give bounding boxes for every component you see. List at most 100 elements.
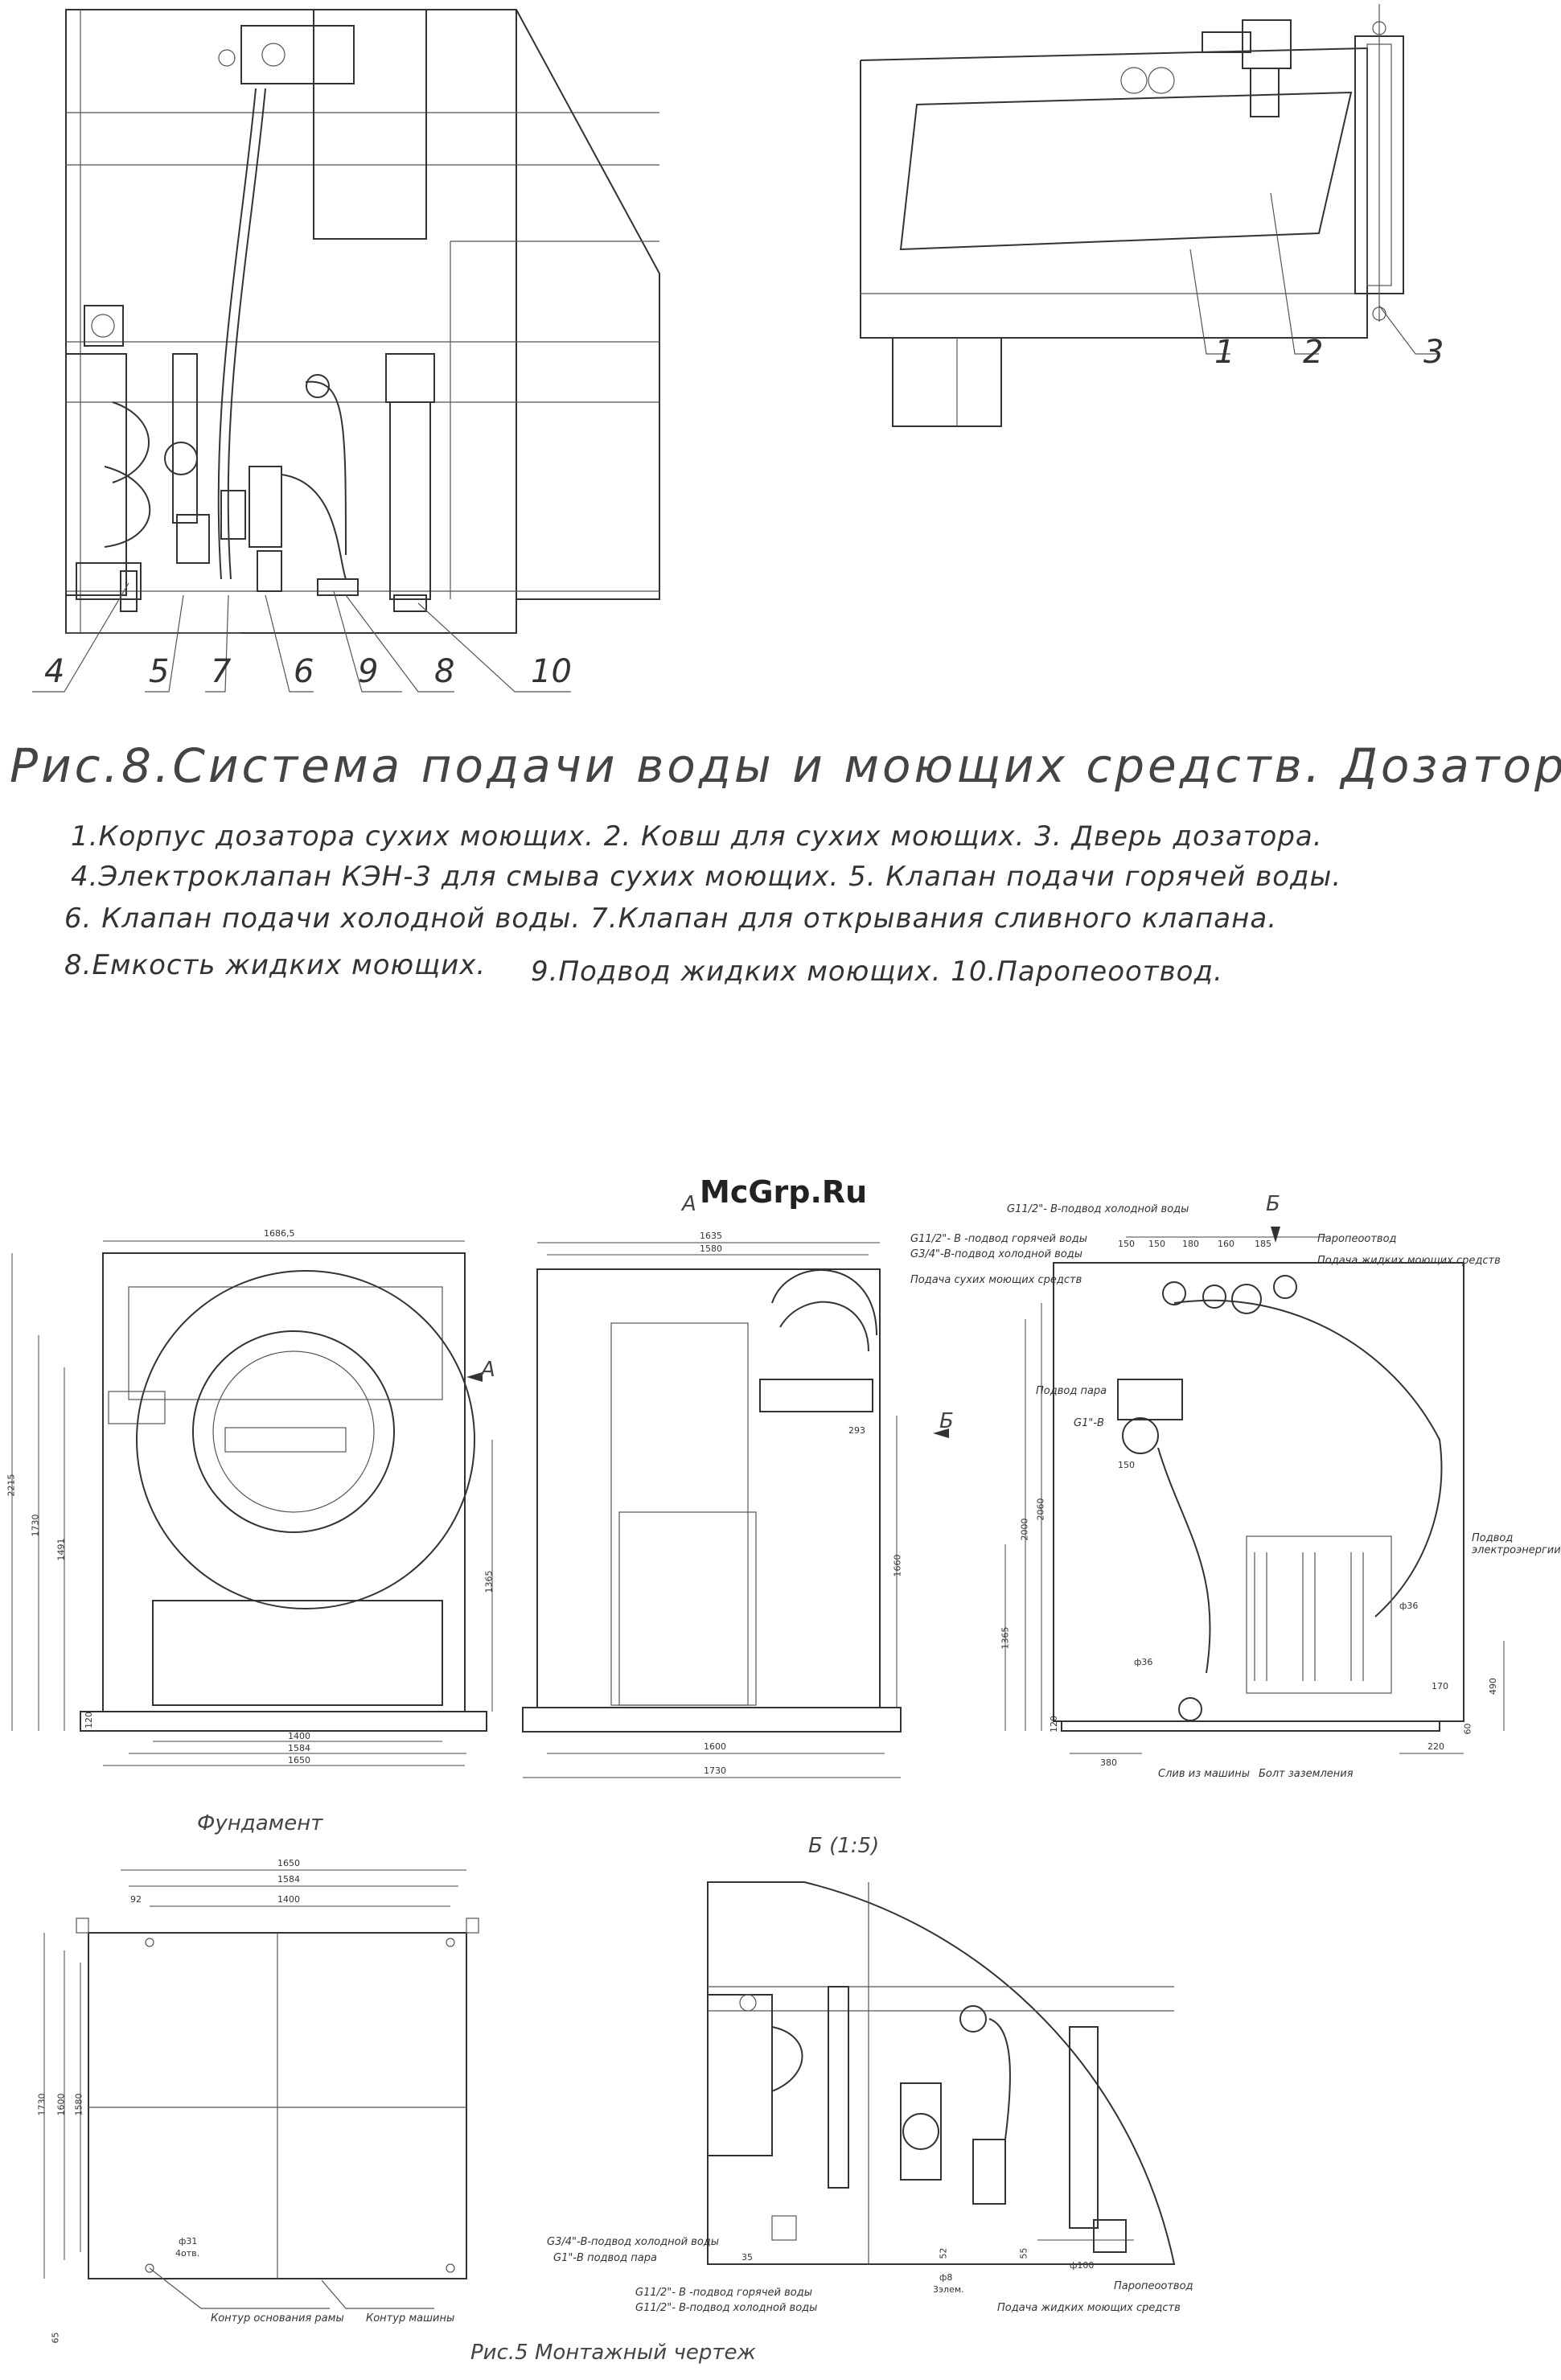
right-dim-180: 180 — [1182, 1239, 1199, 1249]
front-dim-1400: 1400 — [288, 1731, 310, 1741]
foundation-dim-1600: 1600 — [55, 2093, 67, 2116]
front-dim-width: 1686,5 — [264, 1228, 295, 1239]
section-label-steam-g1: G1"-B подвод пара — [553, 2252, 657, 2264]
fig5-front-view — [11, 1240, 493, 1766]
legend-line-3: 6. Клапан подачи холодной воды. 7.Клапан… — [64, 902, 1278, 935]
front-dim-1491: 1491 — [55, 1538, 67, 1561]
right-dim-160: 160 — [1218, 1239, 1234, 1249]
callout-7: 7 — [211, 653, 232, 690]
label-dry-detergent-feed: Подача сухих моющих средств — [910, 1274, 1082, 1286]
view-a-label-arrow: А — [481, 1358, 495, 1382]
side-dim-1730: 1730 — [704, 1765, 726, 1776]
fig5-section-b — [707, 1881, 1176, 2265]
fig5-foundation — [43, 1869, 479, 2309]
section-label-cold-water-g112: G11/2"- B-подвод холодной воды — [635, 2302, 818, 2314]
front-dim-1650: 1650 — [288, 1755, 310, 1765]
watermark: McGrp.Ru — [700, 1174, 868, 1210]
label-frame-contour: Контур основания рамы — [211, 2312, 344, 2325]
figure5-title: Рис.5 Монтажный чертеж — [470, 2341, 756, 2365]
front-dim-height-total: 2215 — [6, 1474, 17, 1497]
label-machine-contour: Контур машины — [366, 2312, 455, 2325]
side-dim-1580: 1580 — [700, 1243, 722, 1254]
side-dim-1635: 1635 — [700, 1231, 722, 1241]
legend-line-1: 1.Корпус дозатора сухих моющих. 2. Ковш … — [71, 820, 1323, 853]
legend-line-5: 9.Подвод жидких моющих. 10.Паропеоотвод. — [531, 956, 1223, 988]
section-dim-35: 35 — [741, 2252, 753, 2263]
side-dim-1600: 1600 — [704, 1741, 726, 1752]
foundation-dim-1584: 1584 — [277, 1874, 300, 1885]
fig5-side-view — [522, 1242, 949, 1778]
section-b-title: Б (1:5) — [808, 1834, 880, 1858]
front-dim-1365: 1365 — [483, 1570, 495, 1593]
callout-1: 1 — [1214, 334, 1235, 371]
foundation-dim-1400: 1400 — [277, 1894, 300, 1905]
foundation-dim-1580: 1580 — [73, 2093, 84, 2116]
side-dim-1660: 1660 — [892, 1554, 903, 1577]
section-dim-52: 52 — [938, 2247, 949, 2259]
front-dim-1584: 1584 — [288, 1743, 310, 1753]
label-power-supply: Подвод электроэнергии. — [1472, 1532, 1561, 1556]
label-steam-vent: Паропеоотвод — [1317, 1233, 1397, 1245]
view-a-label-top: А — [682, 1192, 696, 1216]
foundation-dim-1730: 1730 — [36, 2093, 47, 2116]
fig8-callout-lines — [32, 582, 571, 693]
legend-line-4: 8.Емкость жидких моющих. — [64, 949, 487, 981]
section-dim-d100: ф100 — [1070, 2260, 1095, 2271]
view-b-label-arrow: Б — [939, 1409, 954, 1433]
right-dim-d36a: ф36 — [1399, 1601, 1419, 1611]
callout-10: 10 — [531, 653, 572, 690]
label-drain: Слив из машины — [1158, 1768, 1251, 1780]
right-dim-490: 490 — [1488, 1678, 1498, 1695]
foundation-dim-65: 65 — [50, 2332, 61, 2344]
foundation-dim-1650: 1650 — [277, 1858, 300, 1868]
section-label-hot-water: G11/2"- B -подвод горячей воды — [635, 2287, 812, 2299]
foundation-dim-92: 92 — [130, 1894, 142, 1905]
fig8-machine-view — [65, 9, 660, 634]
right-dim-120: 120 — [1049, 1716, 1059, 1733]
section-label-cold-water-g34: G3/4"-B-подвод холодной воды — [547, 2236, 720, 2248]
section-dim-3elem: 3элем. — [933, 2284, 964, 2295]
right-dim-2000: 2000 — [1019, 1518, 1030, 1541]
right-dim-2060: 2060 — [1035, 1498, 1046, 1521]
right-dim-380: 380 — [1100, 1757, 1117, 1768]
label-steam-supply: Подвод пара — [1036, 1385, 1107, 1397]
callout-2: 2 — [1303, 334, 1324, 371]
right-dim-150c: 150 — [1118, 1460, 1135, 1470]
figure8-title: Рис.8.Система подачи воды и моющих средс… — [10, 738, 1561, 793]
label-cold-water-g34: G3/4"-B-подвод холодной воды — [910, 1248, 1083, 1260]
section-label-steam-vent: Паропеоотвод — [1114, 2280, 1193, 2292]
front-dim-120: 120 — [84, 1712, 94, 1728]
callout-5: 5 — [149, 653, 170, 690]
fig8-dispenser-detail — [860, 4, 1440, 427]
section-dim-d8: ф8 — [939, 2272, 953, 2283]
front-dim-1730: 1730 — [30, 1514, 41, 1537]
label-ground-bolt: Болт заземления — [1259, 1768, 1354, 1780]
label-g1-b: G1"-B — [1074, 1417, 1104, 1429]
view-b-label-top: Б — [1266, 1192, 1280, 1216]
label-hot-water-g112: G11/2"- B -подвод горячей воды — [910, 1233, 1087, 1245]
right-dim-d36b: ф36 — [1134, 1657, 1153, 1667]
foundation-dim-d31: ф31 — [179, 2236, 198, 2246]
legend-line-2: 4.Электроклапан КЭН-3 для смыва сухих мо… — [71, 861, 1342, 893]
label-liquid-detergent-feed: Подача жидких моющих средств — [1317, 1255, 1501, 1267]
right-dim-220: 220 — [1427, 1741, 1444, 1752]
right-dim-170: 170 — [1432, 1681, 1448, 1691]
callout-3: 3 — [1423, 334, 1444, 371]
section-label-liquid-detergent: Подача жидких моющих средств — [997, 2302, 1181, 2314]
foundation-title: Фундамент — [197, 1811, 323, 1835]
label-cold-water-g112-top: G11/2"- B-подвод холодной воды — [1007, 1203, 1189, 1215]
section-dim-55: 55 — [1018, 2247, 1029, 2259]
foundation-dim-4holes: 4отв. — [175, 2248, 200, 2259]
right-dim-185: 185 — [1255, 1239, 1271, 1249]
right-dim-1365: 1365 — [1000, 1626, 1011, 1650]
right-dim-60: 60 — [1462, 1723, 1473, 1735]
right-dim-150b: 150 — [1148, 1239, 1165, 1249]
callout-8: 8 — [434, 653, 455, 690]
callout-4: 4 — [44, 653, 65, 690]
fig5-right-view — [1004, 1227, 1505, 1754]
right-dim-150a: 150 — [1118, 1239, 1135, 1249]
callout-6: 6 — [294, 653, 314, 690]
callout-9: 9 — [358, 653, 379, 690]
side-dim-293: 293 — [848, 1425, 865, 1436]
